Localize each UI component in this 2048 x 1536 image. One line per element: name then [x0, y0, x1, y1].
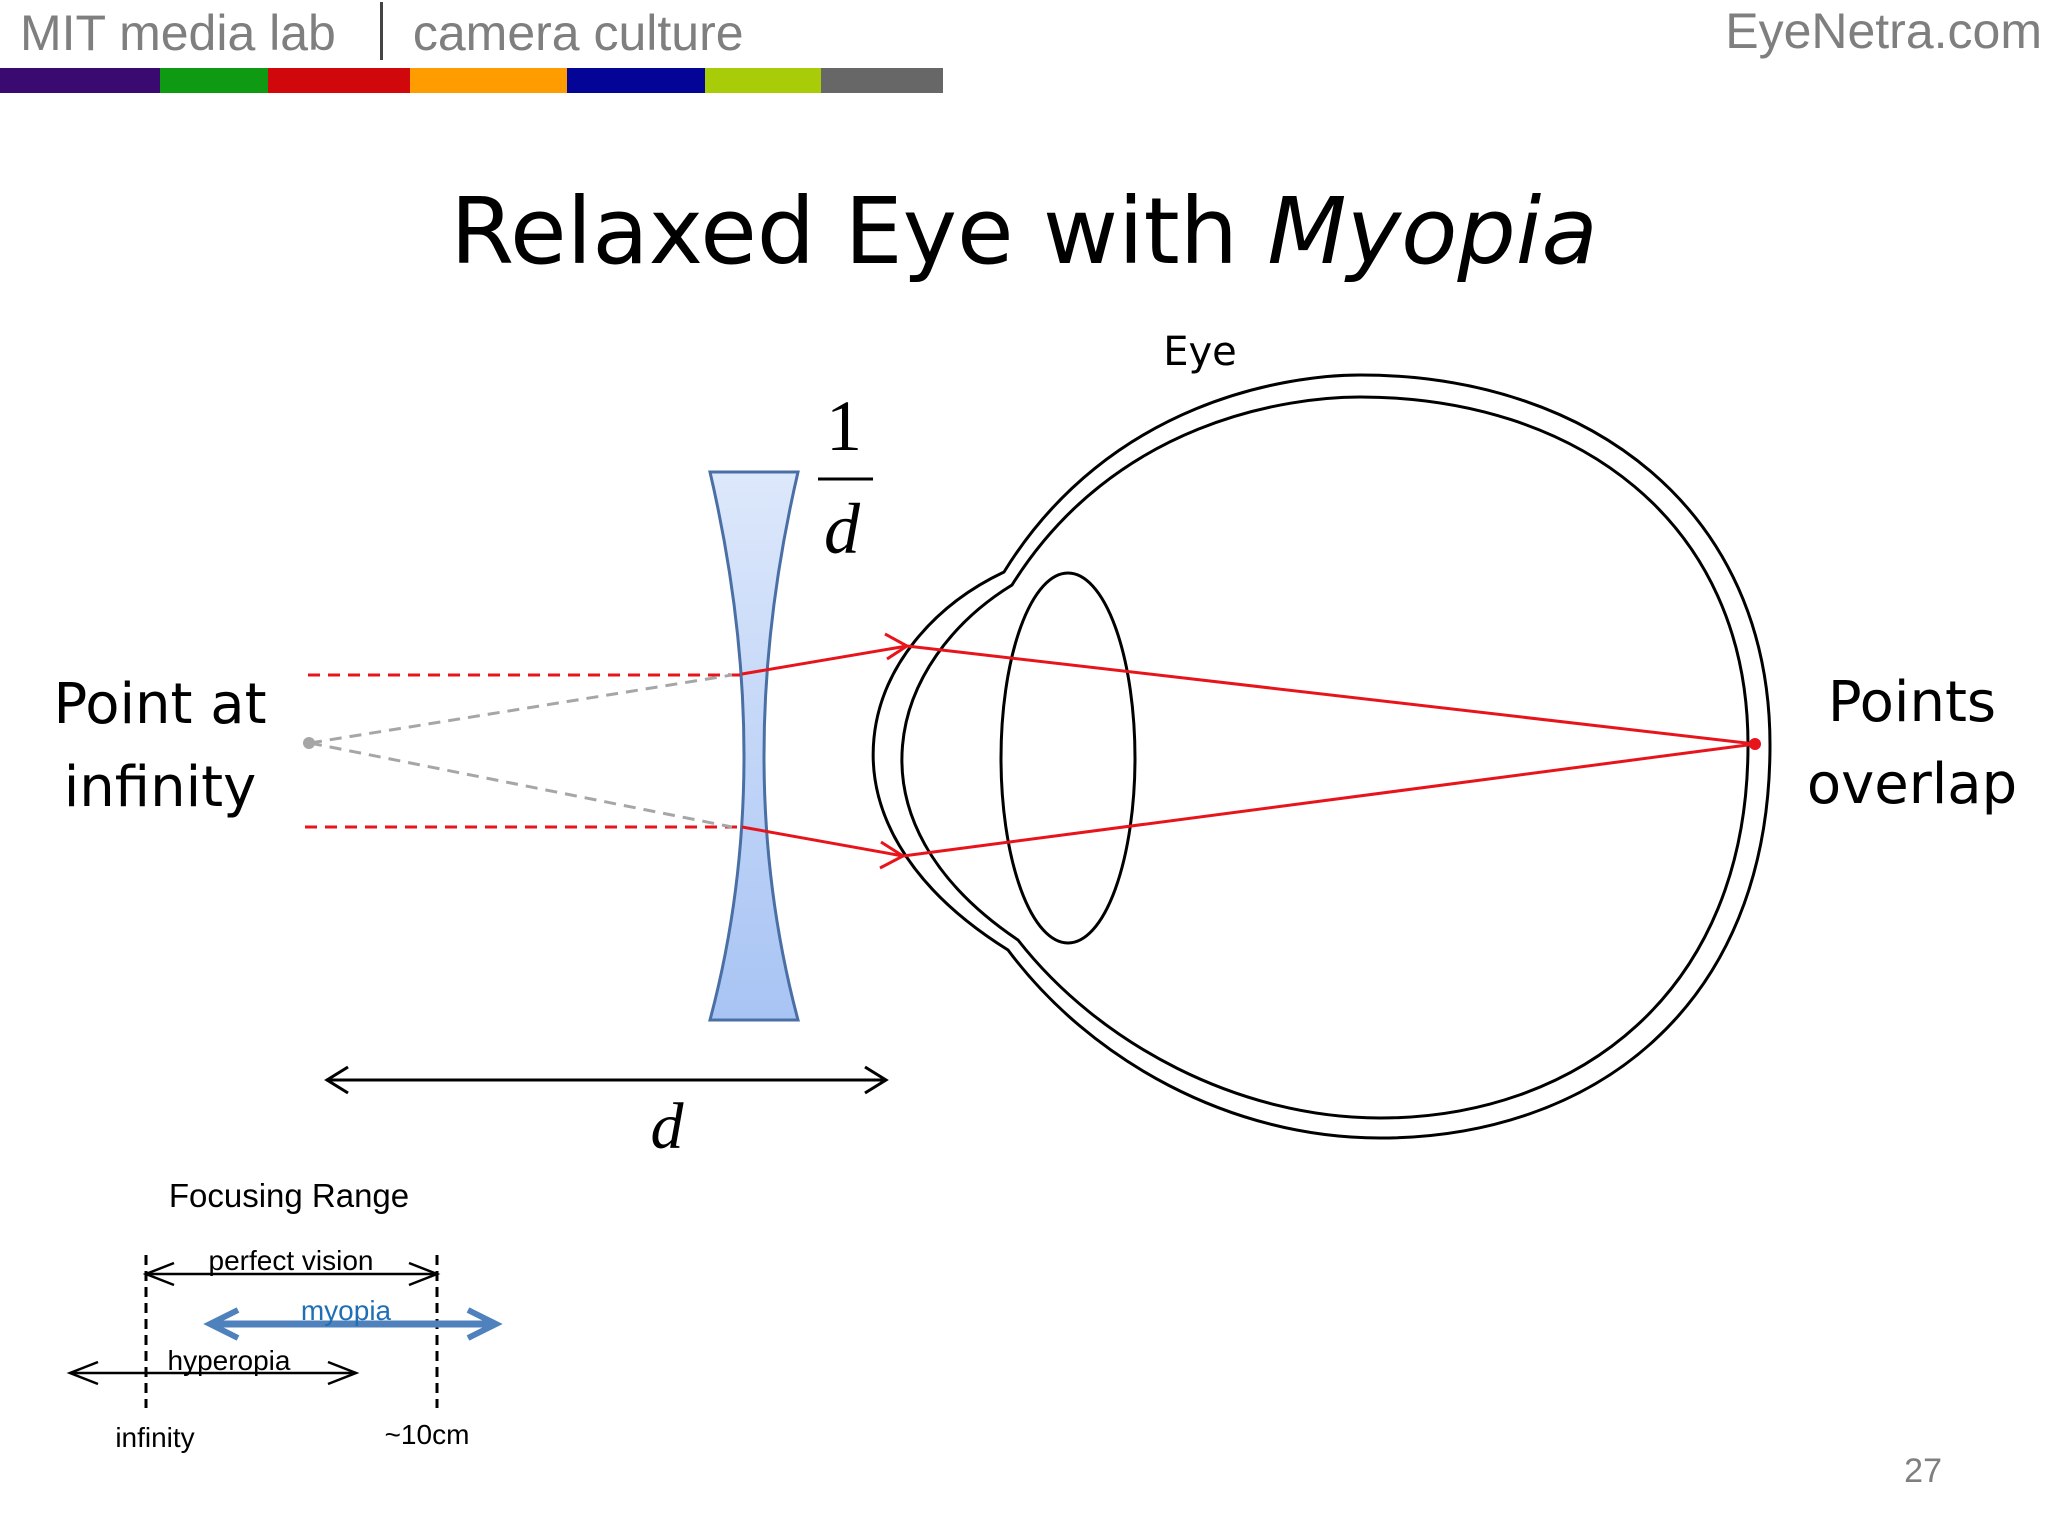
color-bar-segment	[821, 68, 943, 93]
site-name: EyeNetra.com	[1725, 3, 2042, 59]
crystalline-lens	[999, 571, 1137, 945]
distance-arrowhead-left	[324, 1065, 349, 1095]
focusing-range-chart: Focusing Range perfect vision myopia hyp…	[66, 1177, 503, 1453]
myopia-label: myopia	[301, 1295, 392, 1326]
color-bar-segment	[160, 68, 268, 93]
color-bar-segment	[0, 68, 160, 93]
focusing-range-title: Focusing Range	[169, 1177, 409, 1214]
infinity-limit-label: infinity	[115, 1422, 194, 1453]
slide-title: Relaxed Eye with Myopia	[0, 178, 2048, 285]
virtual-ray-bottom	[309, 741, 733, 829]
concave-lens	[708, 470, 800, 1022]
focused-ray-bottom	[902, 742, 1756, 858]
source-label-line2: infinity	[64, 755, 256, 820]
group-name: camera culture	[412, 5, 744, 61]
perfect-vision-label: perfect vision	[209, 1245, 374, 1276]
color-bar-segment	[268, 68, 410, 93]
eye-inner-outline	[900, 395, 1750, 1120]
hyperopia-label: hyperopia	[168, 1345, 291, 1376]
hyperopia-arrowhead-right	[327, 1360, 360, 1386]
header-left: MIT media lab camera culture	[20, 2, 744, 62]
perfect-vision-arrowhead-right	[408, 1261, 441, 1287]
diverged-ray-top	[741, 644, 908, 676]
color-bar-segment	[410, 68, 567, 93]
myopia-arrowhead-right	[466, 1307, 503, 1341]
perfect-vision-arrowhead-left	[142, 1261, 175, 1287]
color-bar-segment	[567, 68, 705, 93]
image-label-line1: Points	[1828, 670, 1996, 735]
myopia-arrowhead-left	[203, 1307, 240, 1341]
focused-ray-top	[906, 644, 1756, 746]
title-text: Relaxed Eye with	[450, 178, 1268, 285]
focus-point	[1749, 738, 1761, 750]
page-number: 27	[1904, 1452, 1942, 1490]
eye-label: Eye	[1163, 329, 1237, 375]
image-label-line2: overlap	[1807, 752, 2017, 817]
header-color-bar	[0, 68, 943, 93]
lens-power-denominator: d	[824, 489, 861, 569]
eye-outer-outline	[871, 373, 1772, 1140]
virtual-ray-top	[309, 673, 733, 745]
header-separator	[379, 2, 383, 60]
diverged-ray-bottom	[741, 825, 904, 858]
color-bar-segment	[705, 68, 821, 93]
title-emphasis: Myopia	[1267, 178, 1598, 285]
lens-power-numerator: 1	[826, 386, 862, 466]
hyperopia-arrowhead-left	[66, 1360, 99, 1386]
near-limit-label: ~10cm	[385, 1419, 470, 1450]
source-label-line1: Point at	[53, 672, 266, 737]
distance-label: d	[651, 1090, 685, 1163]
virtual-point	[303, 737, 315, 749]
lab-name: MIT media lab	[20, 5, 336, 61]
distance-arrowhead-right	[864, 1065, 889, 1095]
